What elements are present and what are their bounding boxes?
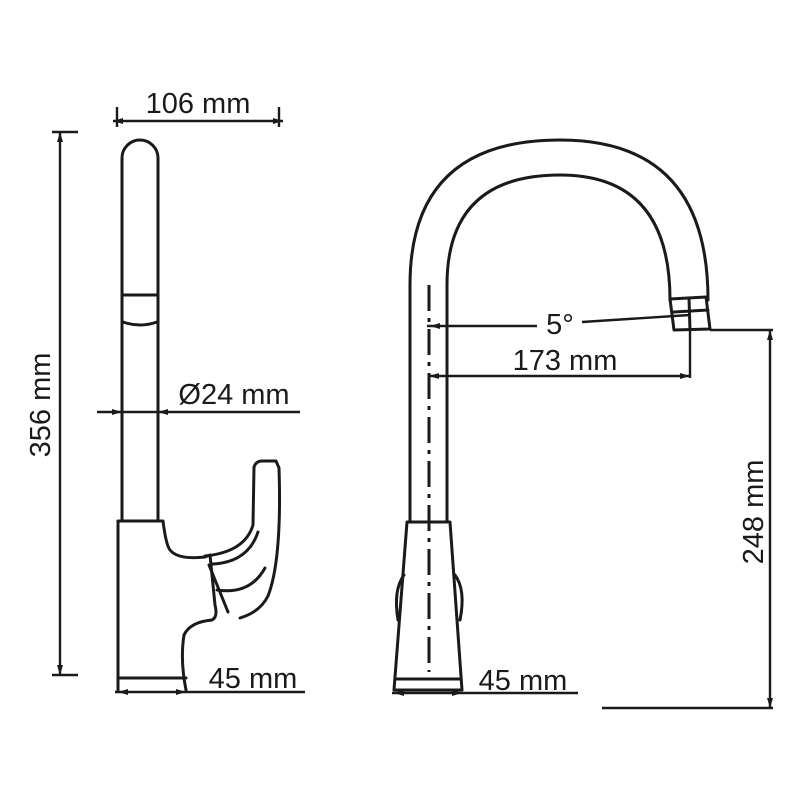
- side-diameter-label: Ø24 mm: [178, 379, 289, 411]
- side-spout-outline: [120, 138, 160, 522]
- dim-angle-arrow: [430, 323, 440, 329]
- front-base-handle-left: [395, 573, 406, 622]
- side-base-outline: [116, 519, 218, 692]
- side-lever-handle: [203, 459, 282, 620]
- front-base-handle-right: [453, 573, 464, 622]
- side-lever-inner: [207, 530, 267, 614]
- front-base-label: 45 mm: [479, 665, 568, 697]
- side-view: 106 mm 356 mm Ø24 mm 45 mm: [25, 88, 305, 695]
- dim-24-arrow-left: [112, 409, 122, 415]
- side-height-label: 356 mm: [25, 353, 57, 458]
- dim-45-front-arrow-left: [394, 690, 404, 696]
- dim-45-side-arrow-right: [176, 689, 186, 695]
- side-width-label: 106 mm: [146, 88, 251, 120]
- front-angle-label: 5°: [546, 309, 574, 341]
- front-reach-label: 173 mm: [513, 345, 618, 377]
- dim-45-front-arrow-right: [452, 690, 462, 696]
- front-spout-inner: [445, 173, 672, 524]
- side-base-label: 45 mm: [209, 663, 298, 695]
- dim-24-arrow-right: [158, 409, 168, 415]
- front-spout-height-label: 248 mm: [738, 460, 770, 565]
- dim-angle-line-right: [581, 313, 691, 324]
- side-aerator-bottom: [121, 320, 159, 327]
- front-spout-outer: [408, 138, 710, 524]
- front-view: 5° 173 mm 248 mm 45 mm: [392, 138, 773, 710]
- dim-45-side-arrow-left: [118, 689, 128, 695]
- front-aerator: [668, 295, 712, 332]
- front-base-outline: [392, 520, 464, 692]
